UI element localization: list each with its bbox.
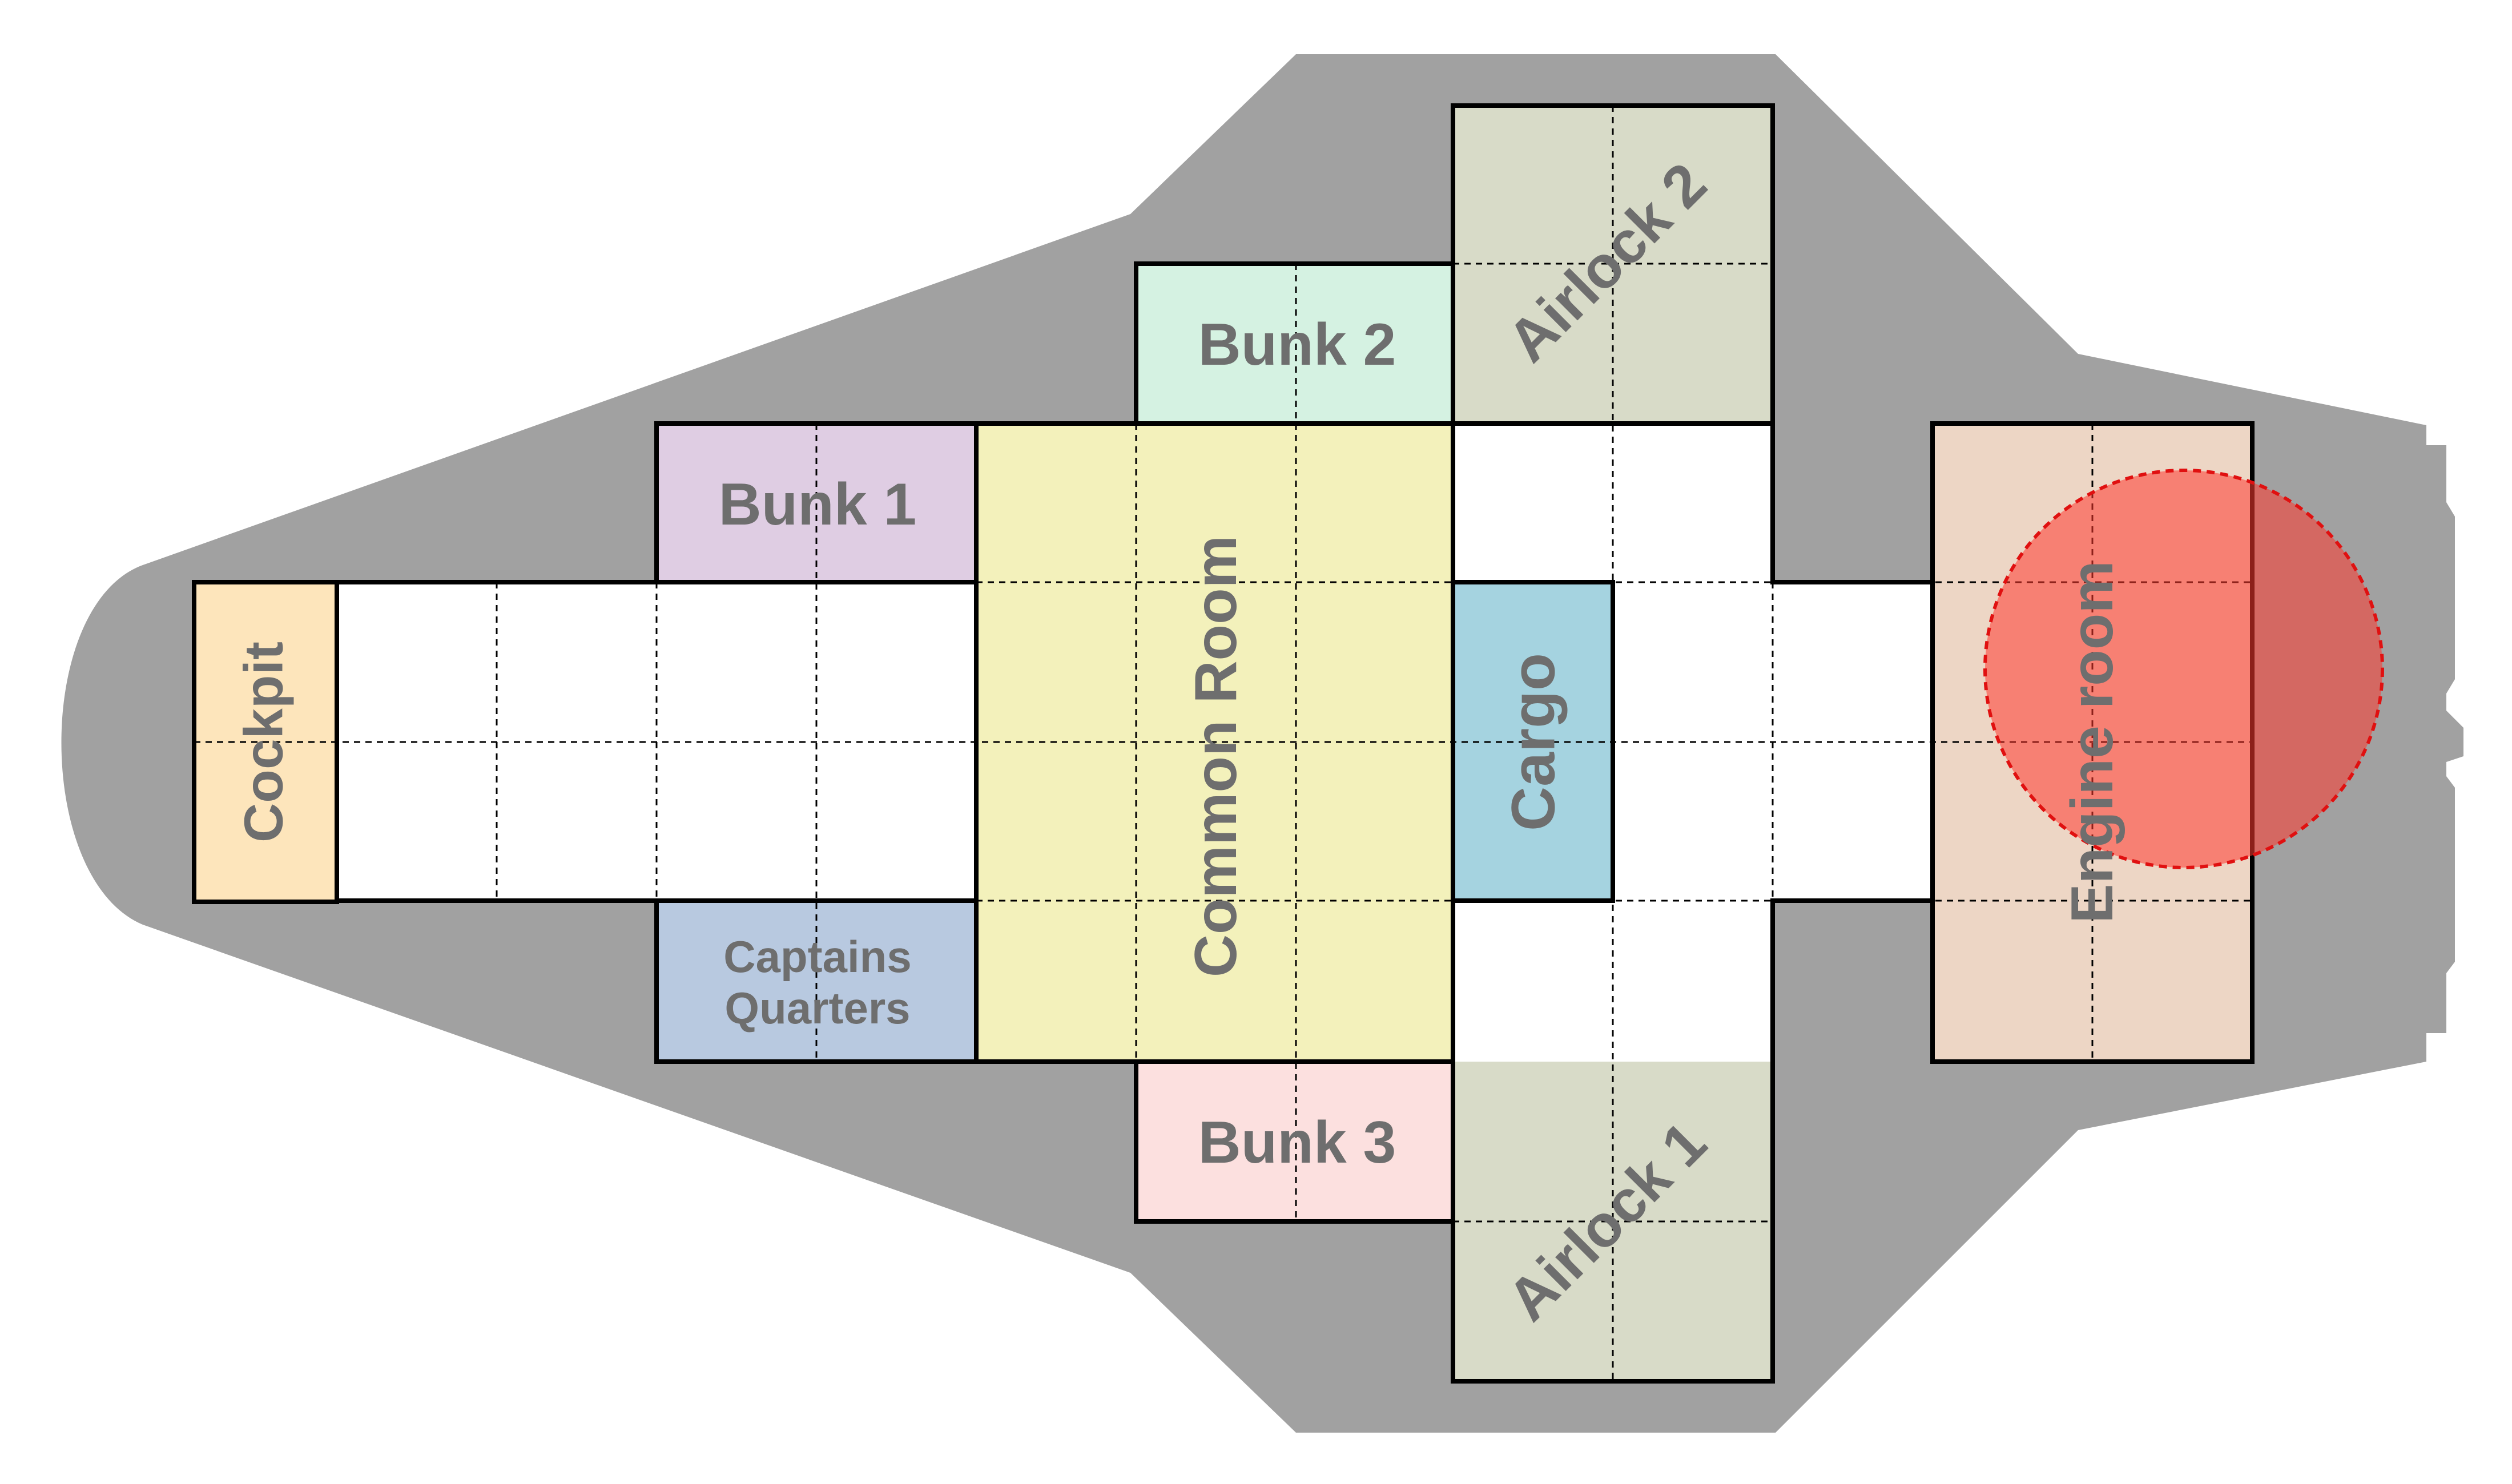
common-room-label: Common Room bbox=[1183, 535, 1249, 977]
bunk1-label: Bunk 1 bbox=[719, 471, 917, 538]
bunk2-fill bbox=[1136, 264, 1453, 424]
bunk3-label: Bunk 3 bbox=[1198, 1110, 1396, 1176]
bunk2-label: Bunk 2 bbox=[1198, 312, 1396, 378]
corridor-aft-upper bbox=[1453, 424, 1773, 583]
engine-room-label: Engine room bbox=[2059, 560, 2125, 924]
hazard-marker bbox=[1983, 469, 2384, 869]
bunk3-fill bbox=[1136, 1062, 1453, 1221]
cargo-label: Cargo bbox=[1499, 653, 1568, 831]
cockpit-label: Cockpit bbox=[234, 642, 295, 842]
corridor-aft-lower bbox=[1453, 901, 1773, 1062]
walls bbox=[192, 103, 2255, 1384]
captains-quarters-label-line1: Captains bbox=[723, 931, 911, 982]
captains-quarters-label-line2: Quarters bbox=[724, 983, 910, 1033]
